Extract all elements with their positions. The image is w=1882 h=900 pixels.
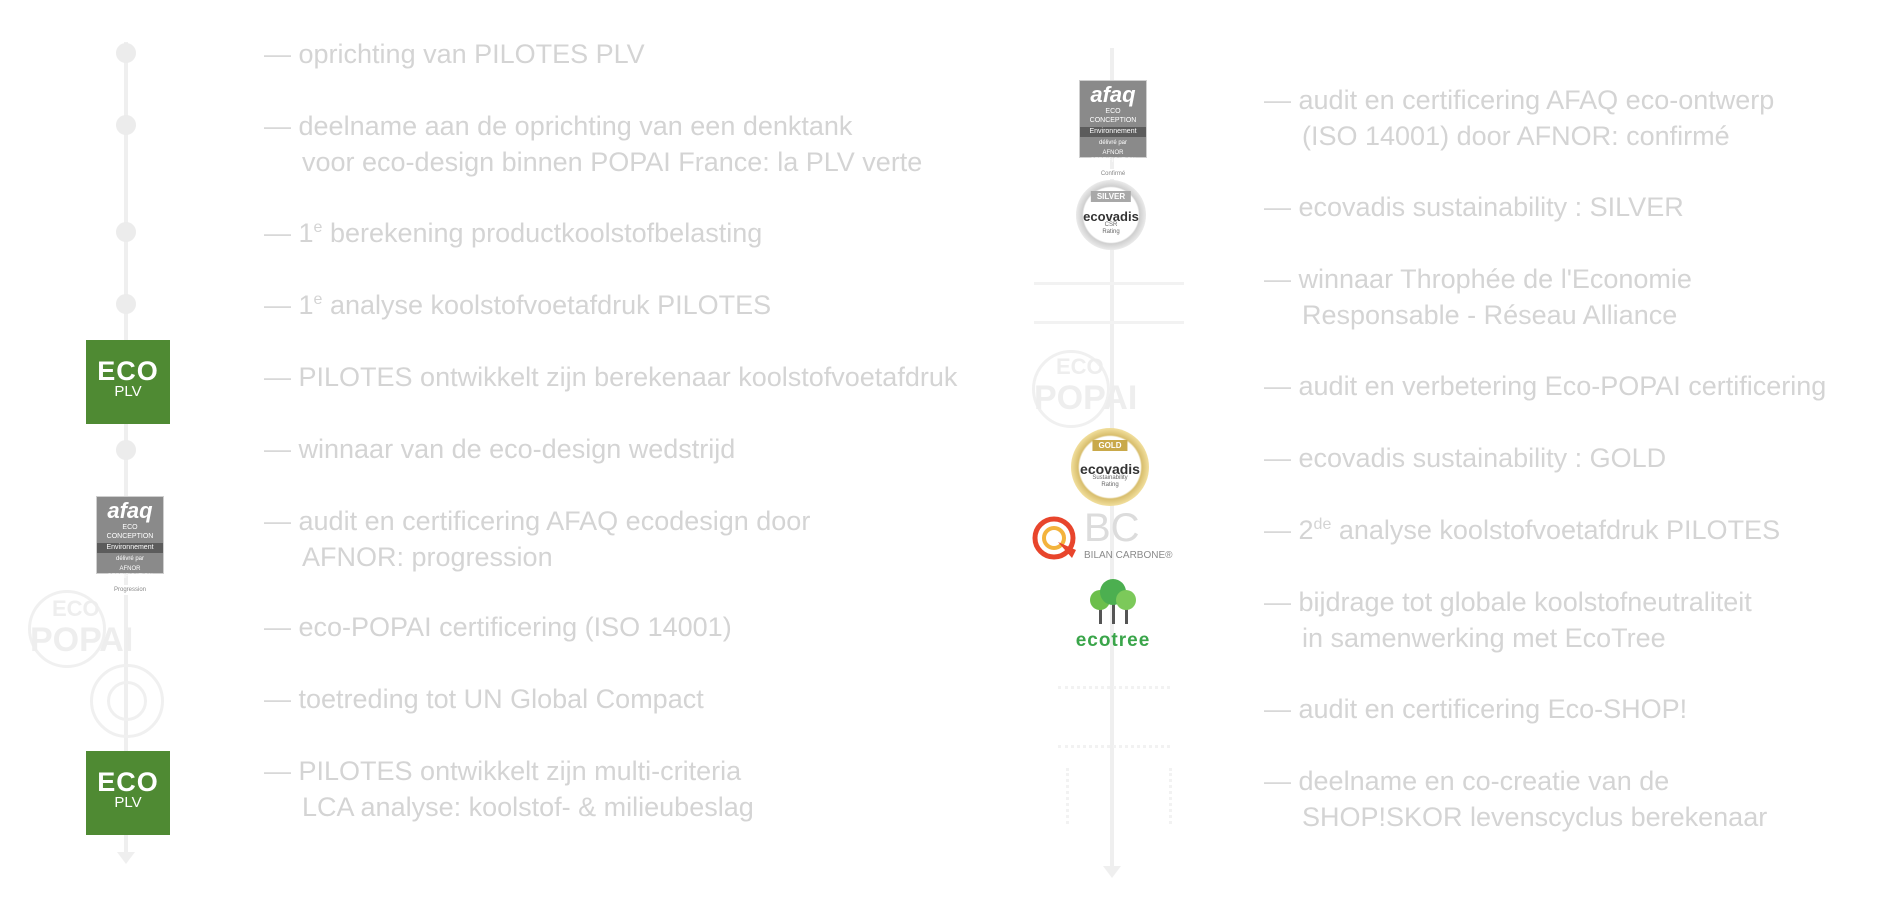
- timeline-entry: — PILOTES ontwikkelt zijn multi-criteria…: [264, 756, 754, 822]
- timeline-entry: — 1e berekening productkoolstofbelasting: [264, 218, 763, 248]
- eco-plv-logo-text: ECO: [97, 356, 159, 386]
- eco-popai-logo: [28, 590, 106, 668]
- timeline-entry: — winnaar Throphée de l'Economie Respons…: [1264, 264, 1692, 330]
- eco-plv-logo: ECO PLV: [86, 340, 170, 424]
- timeline-entry: — audit en certificering AFAQ ecodesign …: [264, 506, 811, 572]
- bilan-carbone-logo: BC BILAN CARBONE®: [1032, 506, 1202, 564]
- timeline-entry: — bijdrage tot globale koolstofneutralit…: [1264, 587, 1752, 653]
- timeline-entry: — ecovadis sustainability : GOLD: [1264, 443, 1667, 473]
- timeline-dot: [116, 222, 136, 242]
- timeline-entry: — 1e analyse koolstofvoetafdruk PILOTES: [264, 290, 772, 320]
- timeline-entry: — eco-POPAI certificering (ISO 14001): [264, 612, 732, 642]
- eco-plv-logo: ECO PLV: [86, 751, 170, 835]
- timeline-entry: — PILOTES ontwikkelt zijn berekenaar koo…: [264, 362, 958, 392]
- un-global-compact-logo: [90, 664, 164, 738]
- timeline-entry: — oprichting van PILOTES PLV: [264, 39, 645, 69]
- timeline-entry: — winnaar van de eco-design wedstrijd: [264, 434, 736, 464]
- timeline-entry: — deelname en co-creatie van de SHOP!SKO…: [1264, 766, 1768, 832]
- timeline-dot: [116, 294, 136, 314]
- eco-plv-logo-subtext: PLV: [114, 794, 142, 811]
- timeline-dot: [116, 43, 136, 63]
- timeline-entry: — audit en certificering Eco-SHOP!: [1264, 694, 1688, 724]
- afaq-eco-design-logo: afaq ECO CONCEPTION Environnement délivr…: [1079, 80, 1147, 179]
- timeline-dot: [116, 115, 136, 135]
- trophee-economie-responsable-logo: [1034, 282, 1184, 324]
- eco-plv-logo-text: ECO: [97, 767, 159, 797]
- afaq-ecodesign-logo: afaq ECO CONCEPTION Environnement délivr…: [96, 496, 164, 595]
- target-icon: [1032, 516, 1076, 560]
- trees-icon: [1090, 579, 1136, 624]
- eco-popai-logo-text: ECO POPAI: [1034, 354, 1138, 417]
- timeline-entry: — deelname aan de oprichting van een den…: [264, 111, 923, 177]
- timeline-entry: — 2de analyse koolstofvoetafdruk PILOTES: [1264, 515, 1781, 545]
- timeline-entry: — ecovadis sustainability : SILVER: [1264, 192, 1684, 222]
- timeline-entry: — toetreding tot UN Global Compact: [264, 684, 704, 714]
- left-timeline-arrow: [117, 852, 135, 864]
- un-global-compact-logo-inner: [107, 681, 147, 721]
- eco-plv-logo-subtext: PLV: [114, 383, 142, 400]
- timeline-entry: — audit en certificering AFAQ eco-ontwer…: [1264, 85, 1775, 151]
- right-timeline-arrow: [1103, 866, 1121, 878]
- shopskor-logo: [1066, 768, 1172, 824]
- eco-popai-logo: [1032, 350, 1110, 428]
- timeline-entry: — audit en verbetering Eco-POPAI certifi…: [1264, 371, 1827, 401]
- eco-shop-logo: [1058, 686, 1170, 748]
- ecotree-logo: ecotree: [1068, 578, 1158, 651]
- timeline-dot: [116, 440, 136, 460]
- eco-popai-logo-text: ECO POPAI: [30, 596, 134, 659]
